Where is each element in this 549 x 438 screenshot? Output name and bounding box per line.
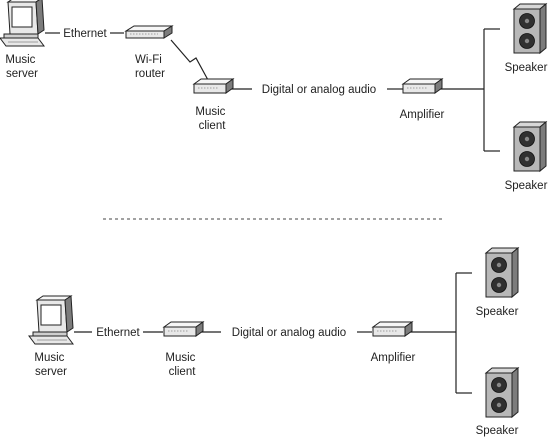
top-music-server-icon (0, 0, 45, 47)
bottom-speaker-upper-label: Speaker (476, 306, 519, 318)
top-diagram: Music server Ethernet Wi-Fi router Music… (0, 0, 548, 192)
top-wireless-link (170, 39, 209, 81)
top-speaker-lower-icon (513, 121, 547, 172)
top-speaker-lower-label: Speaker (505, 180, 548, 192)
top-music-client-icon (193, 78, 234, 94)
bottom-diagram: Music server Ethernet Music client Digit… (28, 247, 519, 437)
bottom-speaker-lower-label: Speaker (476, 425, 519, 437)
bottom-amplifier-icon (372, 321, 413, 337)
top-wifi-router-icon (125, 25, 173, 39)
bottom-amplifier-label: Amplifier (371, 352, 416, 364)
bottom-speaker-upper-icon (485, 247, 519, 298)
top-speaker-upper-label: Speaker (505, 62, 548, 74)
top-amplifier-icon (402, 78, 443, 94)
bottom-music-server-icon (28, 295, 74, 345)
bottom-ethernet-label: Ethernet (96, 327, 140, 339)
bottom-server-label: Music server (34, 352, 67, 378)
top-router-label: Wi-Fi router (135, 54, 165, 80)
bottom-client-label: Music client (165, 352, 198, 378)
bottom-audio-link-label: Digital or analog audio (232, 327, 346, 339)
top-audio-link-label: Digital or analog audio (262, 84, 376, 96)
top-speaker-upper-icon (513, 3, 547, 54)
top-ethernet-label: Ethernet (63, 28, 107, 40)
top-amplifier-label: Amplifier (400, 109, 445, 121)
bottom-music-client-icon (163, 321, 204, 337)
bottom-speaker-lower-icon (485, 367, 519, 418)
top-server-label: Music server (5, 54, 38, 80)
top-client-label: Music client (195, 106, 228, 132)
